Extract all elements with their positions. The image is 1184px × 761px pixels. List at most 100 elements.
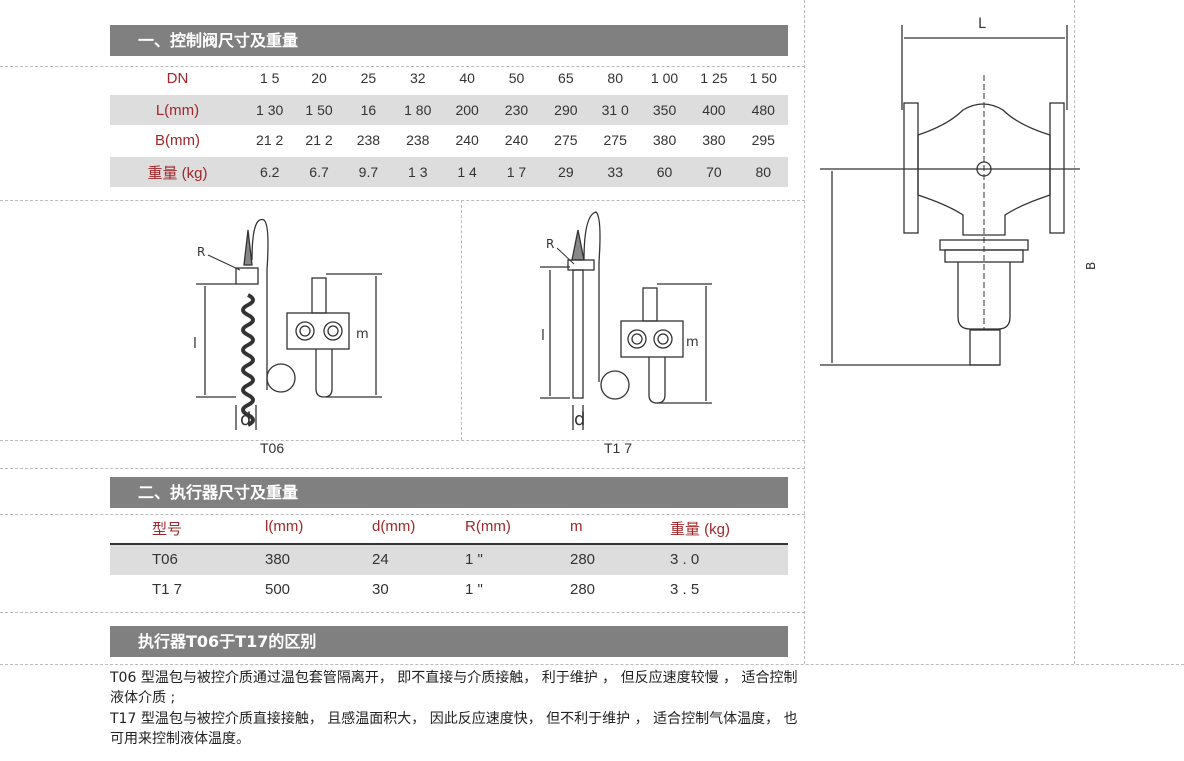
table-cell: d(mm) (372, 518, 416, 535)
table-cell: 21 2 (305, 132, 333, 148)
divider (0, 200, 805, 201)
table-cell: 24 (372, 551, 389, 568)
table-header: 型号 l(mm) d(mm) R(mm) m 重量 (kg) (110, 512, 788, 542)
divider (804, 0, 805, 664)
table-cell: 380 (265, 551, 291, 568)
table-cell: 6.7 (309, 164, 329, 180)
divider (0, 514, 805, 515)
table-cell: 6.2 (259, 164, 280, 180)
divider (461, 200, 462, 440)
label-L: L (978, 16, 986, 32)
section2-header: 二、执行器尺寸及重量 (110, 477, 788, 508)
table-cell: 238 (406, 132, 430, 148)
table-cell: 480 (751, 102, 775, 118)
table-cell: 1 50 (305, 102, 333, 118)
section3-header: 执行器T06于T17的区别 (110, 626, 788, 657)
actuator-drawings: R l d m R l d m (193, 211, 712, 430)
table-cell: 1 5 (259, 70, 280, 86)
table-cell: 275 (603, 132, 627, 148)
label-B: B (1084, 262, 1098, 270)
table-cell: 240 (504, 132, 529, 148)
table-cell: R(mm) (465, 518, 511, 535)
divider (0, 66, 805, 67)
svg-text:R: R (546, 237, 554, 251)
table-cell: 33 (607, 164, 623, 180)
table-row: T1 7 500 30 1 " 280 3 . 5 (110, 575, 788, 605)
table-cell: T1 7 (152, 581, 183, 598)
table-cell: 350 (652, 102, 677, 118)
table-cell: 230 (504, 102, 529, 118)
table-cell: 31 0 (601, 102, 629, 118)
table-cell: 1 4 (457, 164, 477, 180)
table-cell: 1 " (465, 551, 483, 568)
table-cell: 1 " (465, 581, 483, 598)
table-row: DN 1 5 20 25 32 40 50 65 80 1 00 1 25 1 50 (110, 63, 788, 93)
table-cell: 1 00 (650, 70, 679, 86)
caption-t06: T06 (260, 440, 285, 456)
table-cell: 型号 (152, 521, 183, 538)
divider (0, 612, 805, 613)
table-cell: 16 (360, 102, 377, 118)
divider (0, 468, 805, 469)
t17-description: T17 型温包与被控介质直接接触， 且感温面积大， 因此反应速度快， 但不利于维… (110, 711, 798, 747)
table-cell: 295 (751, 132, 775, 148)
table-cell: 380 (702, 132, 726, 148)
table-cell: 25 (360, 70, 377, 86)
table-row: T06 380 24 1 " 280 3 . 0 (110, 543, 788, 575)
svg-text:l: l (541, 328, 545, 344)
table-cell: 65 (558, 70, 574, 86)
table-cell: 重量 (kg) (670, 521, 731, 538)
table-cell: 60 (656, 164, 673, 180)
table-cell: 400 (702, 102, 726, 118)
row-label: 重量 (kg) (147, 164, 208, 182)
table-row: 重量 (kg) 6.2 6.7 9.7 1 3 1 4 1 7 29 33 60 70 80 (110, 157, 788, 187)
svg-text:d: d (240, 409, 251, 430)
table-cell: T06 (152, 551, 178, 568)
table-cell: 20 (311, 70, 327, 86)
table-cell: 240 (455, 132, 479, 148)
table-cell: m (570, 518, 583, 535)
t06-description: T06 型温包与被控介质通过温包套管隔离开， 即不直接与介质接触， 利于维护 ，… (110, 670, 798, 706)
svg-text:d: d (574, 409, 585, 430)
divider (0, 664, 1184, 665)
table-cell: 280 (570, 551, 596, 568)
table-cell: 40 (459, 70, 475, 86)
table-cell: 80 (607, 70, 623, 86)
table-cell: 70 (706, 164, 722, 180)
table-cell: 380 (652, 132, 677, 148)
svg-text:m: m (686, 335, 699, 350)
table-cell: 238 (356, 132, 381, 148)
section1-header: 一、控制阀尺寸及重量 (110, 25, 788, 56)
table-cell: 29 (558, 164, 574, 180)
table-cell: l(mm) (265, 518, 304, 535)
table-cell: 1 25 (700, 70, 728, 86)
table-cell: 1 30 (256, 102, 284, 118)
table-cell: 1 50 (749, 70, 777, 86)
row-label: DN (166, 69, 189, 87)
table-cell: 50 (508, 70, 525, 86)
table-cell: 290 (554, 102, 578, 118)
divider (1074, 0, 1075, 664)
table-cell: 280 (570, 581, 596, 598)
table-cell: 1 80 (404, 102, 432, 118)
svg-text:l: l (193, 336, 197, 352)
table-cell: 80 (755, 164, 772, 180)
table-cell: 32 (409, 70, 426, 86)
row-label: L(mm) (155, 101, 200, 119)
table-cell: 1 3 (408, 164, 428, 180)
label-r: R (197, 245, 205, 259)
caption-t17: T1 7 (604, 440, 633, 456)
table-cell: 1 7 (506, 164, 527, 180)
divider (0, 440, 805, 441)
table-cell: 3 . 5 (670, 581, 700, 598)
table-cell: 275 (554, 132, 578, 148)
valve-drawing: L B (820, 16, 1098, 366)
table-cell: 3 . 0 (670, 551, 700, 568)
table-cell: 500 (265, 581, 291, 598)
table-cell: 200 (455, 102, 479, 118)
svg-text:m: m (356, 327, 369, 342)
table-row: L(mm) 1 30 1 50 16 1 80 200 230 290 31 0 350 400 48… (110, 95, 788, 125)
table-cell: 9.7 (358, 164, 379, 180)
table-cell: 30 (372, 581, 389, 598)
